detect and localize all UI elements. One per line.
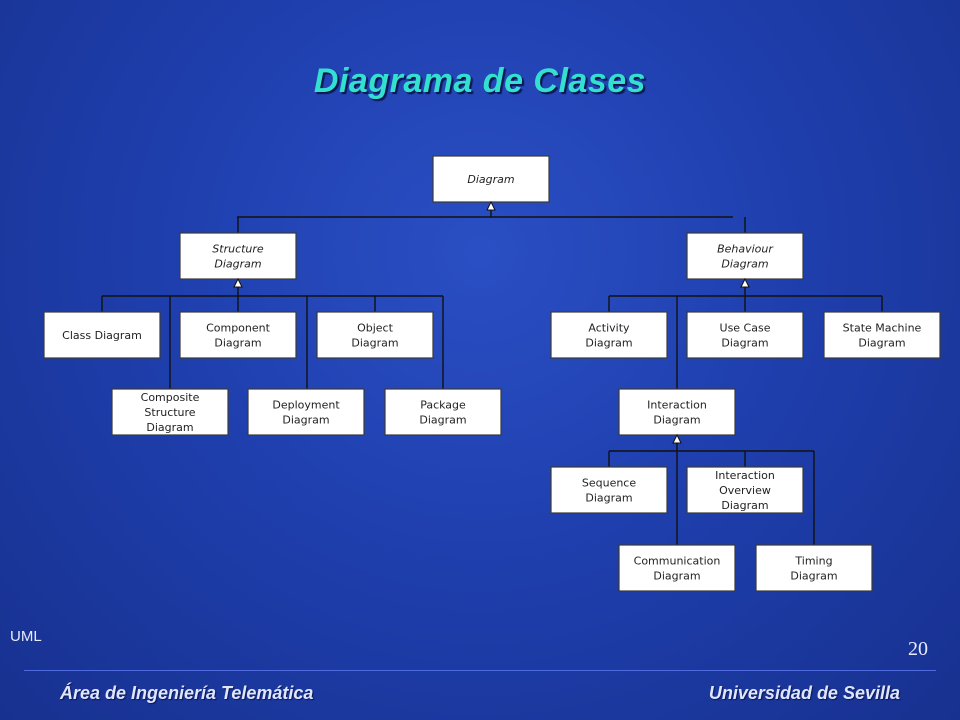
node-deployment-label: Deployment [272, 399, 340, 412]
node-timing-label: Diagram [790, 570, 837, 583]
inheritance-arrows [233, 200, 750, 444]
node-interactionoverview-label: Interaction [715, 469, 775, 482]
node-communication-box [618, 544, 736, 592]
node-activity-label: Diagram [585, 337, 632, 350]
node-structure-label: Diagram [214, 258, 261, 271]
node-class: Class Diagram [43, 311, 161, 359]
node-diagram-box [432, 155, 550, 203]
node-timing-label: Timing [794, 555, 832, 568]
arrow-diagram [486, 200, 496, 211]
node-timing-box [755, 544, 873, 592]
node-statemachine-label: Diagram [858, 337, 905, 350]
node-activity-box [550, 311, 668, 359]
node-structure-box [179, 232, 297, 280]
slide-title: Diagrama de Clases [313, 62, 647, 100]
node-interaction-box [618, 388, 736, 436]
footer-university: Universidad de Sevilla [708, 683, 900, 703]
node-usecase-box [686, 311, 804, 359]
node-component-label: Diagram [214, 337, 261, 350]
node-usecase-label: Use Case [720, 322, 771, 335]
node-component-box [179, 311, 297, 359]
footer-institution: Área de Ingeniería Telemática [60, 683, 314, 703]
footer-divider [24, 670, 936, 671]
node-behaviour-label: Behaviour [717, 243, 774, 256]
node-interaction-label: Diagram [653, 414, 700, 427]
node-composite-label: Structure [144, 406, 195, 419]
node-component-label: Component [206, 322, 271, 335]
node-communication-label: Diagram [653, 570, 700, 583]
node-interaction-label: Interaction [647, 399, 707, 412]
node-class-box [43, 311, 161, 359]
node-behaviour-box [686, 232, 804, 280]
node-class-label: Class Diagram [62, 329, 142, 342]
node-sequence-label: Diagram [585, 492, 632, 505]
arrow-interaction [672, 433, 682, 444]
node-diagram-label: Diagram [467, 173, 514, 186]
node-composite-label: Diagram [146, 421, 193, 434]
node-usecase-label: Diagram [721, 337, 768, 350]
node-structure-label: Structure [212, 243, 264, 256]
node-composite-box [111, 388, 229, 436]
node-deployment-box [247, 388, 365, 436]
node-sequence-box [550, 466, 668, 514]
node-interactionoverview-label: Diagram [721, 499, 768, 512]
arrow-structure [233, 277, 243, 288]
diagram-boxes: DiagramStructureDiagramBehaviourDiagramC… [43, 155, 941, 592]
node-interactionoverview-label: Overview [719, 484, 771, 497]
node-communication-label: Communication [634, 555, 721, 568]
arrow-behaviour [740, 277, 750, 288]
node-activity-label: Activity [588, 322, 630, 335]
node-behaviour-label: Diagram [721, 258, 768, 271]
node-package-label: Diagram [419, 414, 466, 427]
section-label: UML [10, 628, 42, 645]
node-diagram: Diagram [432, 155, 550, 203]
connectors [101, 202, 883, 545]
node-object-label: Object [357, 322, 394, 335]
node-package-box [384, 388, 502, 436]
node-sequence-label: Sequence [582, 477, 636, 490]
node-deployment-label: Diagram [282, 414, 329, 427]
node-statemachine-label: State Machine [843, 322, 922, 335]
node-object-box [316, 311, 434, 359]
node-package-label: Package [420, 399, 466, 412]
node-composite-label: Composite [141, 391, 200, 404]
page-number: 20 [908, 638, 928, 660]
node-object-label: Diagram [351, 337, 398, 350]
node-statemachine-box [823, 311, 941, 359]
node-interactionoverview-box [686, 466, 804, 514]
